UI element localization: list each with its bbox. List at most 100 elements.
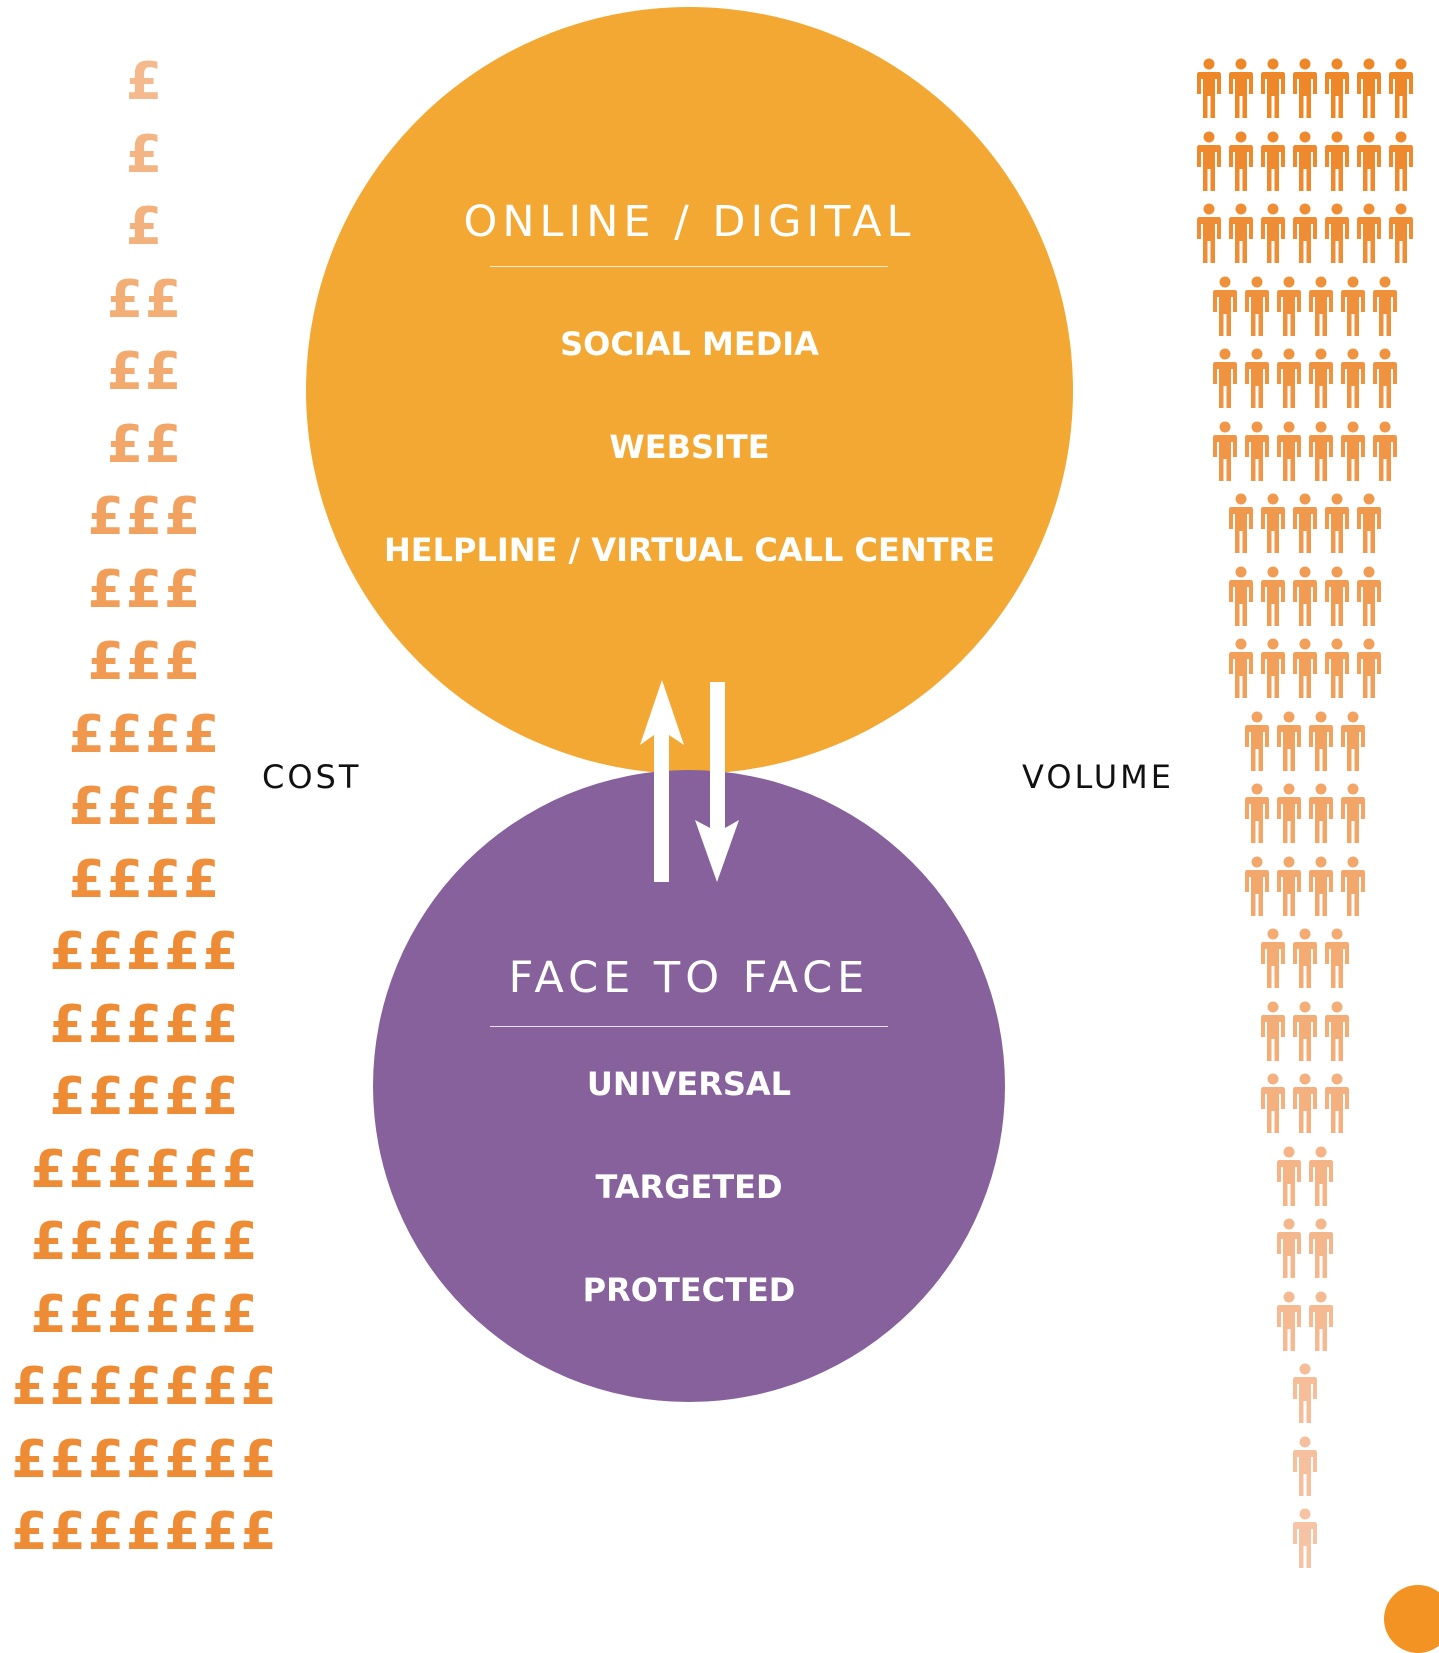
person-icon xyxy=(1245,421,1269,481)
person-icon xyxy=(1293,1436,1317,1496)
person-icon xyxy=(1277,421,1301,481)
person-icon xyxy=(1261,493,1285,553)
person-icon xyxy=(1309,1146,1333,1206)
page-corner-dot xyxy=(1384,1585,1439,1653)
cost-row: ££ xyxy=(106,342,184,402)
person-icon xyxy=(1309,1218,1333,1278)
cost-row: £££ xyxy=(87,487,203,547)
person-icon xyxy=(1277,1218,1301,1278)
person-icon xyxy=(1325,1001,1349,1061)
volume-row xyxy=(1180,783,1430,845)
cost-row: ££££££ xyxy=(30,1139,260,1200)
person-icon xyxy=(1213,348,1237,408)
online-digital-title: ONLINE / DIGITAL xyxy=(463,197,916,247)
volume-row xyxy=(1180,711,1430,773)
person-icon xyxy=(1357,203,1381,263)
person-icon xyxy=(1261,58,1285,118)
person-icon xyxy=(1389,203,1413,263)
person-icon xyxy=(1293,638,1317,698)
person-icon xyxy=(1261,1001,1285,1061)
cost-row: £££££ xyxy=(49,994,241,1055)
person-icon xyxy=(1277,711,1301,771)
face-divider xyxy=(490,1026,888,1027)
cost-row: £ xyxy=(125,52,165,112)
person-icon xyxy=(1341,856,1365,916)
person-icon xyxy=(1245,348,1269,408)
person-icon xyxy=(1309,348,1333,408)
person-icon xyxy=(1261,203,1285,263)
volume-row xyxy=(1180,1291,1430,1353)
volume-row xyxy=(1180,638,1430,700)
person-icon xyxy=(1325,58,1349,118)
volume-row xyxy=(1180,493,1430,555)
person-icon xyxy=(1373,276,1397,336)
person-icon xyxy=(1325,131,1349,191)
person-icon xyxy=(1261,131,1285,191)
face-item-universal: UNIVERSAL xyxy=(586,1065,792,1103)
person-icon xyxy=(1277,783,1301,843)
person-icon xyxy=(1261,928,1285,988)
face-to-face-title: FACE TO FACE xyxy=(508,953,870,1003)
person-icon xyxy=(1309,276,1333,336)
volume-row xyxy=(1180,58,1430,120)
person-icon xyxy=(1325,566,1349,626)
person-icon xyxy=(1245,783,1269,843)
person-icon xyxy=(1293,203,1317,263)
person-icon xyxy=(1229,58,1253,118)
online-digital-circle: ONLINE / DIGITAL SOCIAL MEDIA WEBSITE HE… xyxy=(306,7,1073,774)
person-icon xyxy=(1341,783,1365,843)
face-to-face-circle: FACE TO FACE UNIVERSAL TARGETED PROTECTE… xyxy=(373,770,1005,1402)
arrow-down-icon xyxy=(695,682,739,882)
volume-row xyxy=(1180,421,1430,483)
person-icon xyxy=(1309,1291,1333,1351)
person-icon xyxy=(1277,276,1301,336)
person-icon xyxy=(1373,348,1397,408)
person-icon xyxy=(1357,131,1381,191)
person-icon xyxy=(1293,1508,1317,1568)
person-icon xyxy=(1293,1001,1317,1061)
cost-row: £ xyxy=(125,124,165,185)
cost-row: ££££ xyxy=(68,704,222,765)
person-icon xyxy=(1277,1291,1301,1351)
person-icon xyxy=(1325,1073,1349,1133)
person-icon xyxy=(1293,566,1317,626)
person-icon xyxy=(1229,566,1253,626)
person-icon xyxy=(1309,711,1333,771)
volume-row xyxy=(1180,1218,1430,1280)
volume-row xyxy=(1180,566,1430,628)
person-icon xyxy=(1357,58,1381,118)
person-icon xyxy=(1357,566,1381,626)
volume-row xyxy=(1180,1436,1430,1498)
cost-row: £££££££ xyxy=(11,1429,279,1490)
person-icon xyxy=(1309,421,1333,481)
person-icon xyxy=(1229,203,1253,263)
person-icon xyxy=(1197,131,1221,191)
person-icon xyxy=(1373,421,1397,481)
person-icon xyxy=(1341,421,1365,481)
person-icon xyxy=(1389,131,1413,191)
person-icon xyxy=(1325,928,1349,988)
cost-row: £££££££ xyxy=(11,1502,279,1562)
online-divider xyxy=(490,266,888,267)
volume-row xyxy=(1180,1363,1430,1425)
online-item-helpline: HELPLINE / VIRTUAL CALL CENTRE xyxy=(383,531,995,569)
person-icon xyxy=(1293,493,1317,553)
volume-row xyxy=(1180,1001,1430,1063)
cost-row: £££££ xyxy=(49,1067,241,1127)
person-icon xyxy=(1309,856,1333,916)
volume-row xyxy=(1180,1146,1430,1208)
person-icon xyxy=(1293,58,1317,118)
person-icon xyxy=(1293,1073,1317,1133)
cost-row: £ xyxy=(125,197,165,257)
cost-row: ££££££ xyxy=(30,1284,260,1345)
person-icon xyxy=(1357,638,1381,698)
person-icon xyxy=(1293,928,1317,988)
person-icon xyxy=(1261,1073,1285,1133)
volume-row xyxy=(1180,131,1430,193)
person-icon xyxy=(1245,856,1269,916)
person-icon xyxy=(1261,638,1285,698)
volume-row xyxy=(1180,1508,1430,1570)
person-icon xyxy=(1261,566,1285,626)
volume-row xyxy=(1180,856,1430,918)
cost-row: £££££££ xyxy=(11,1357,279,1417)
